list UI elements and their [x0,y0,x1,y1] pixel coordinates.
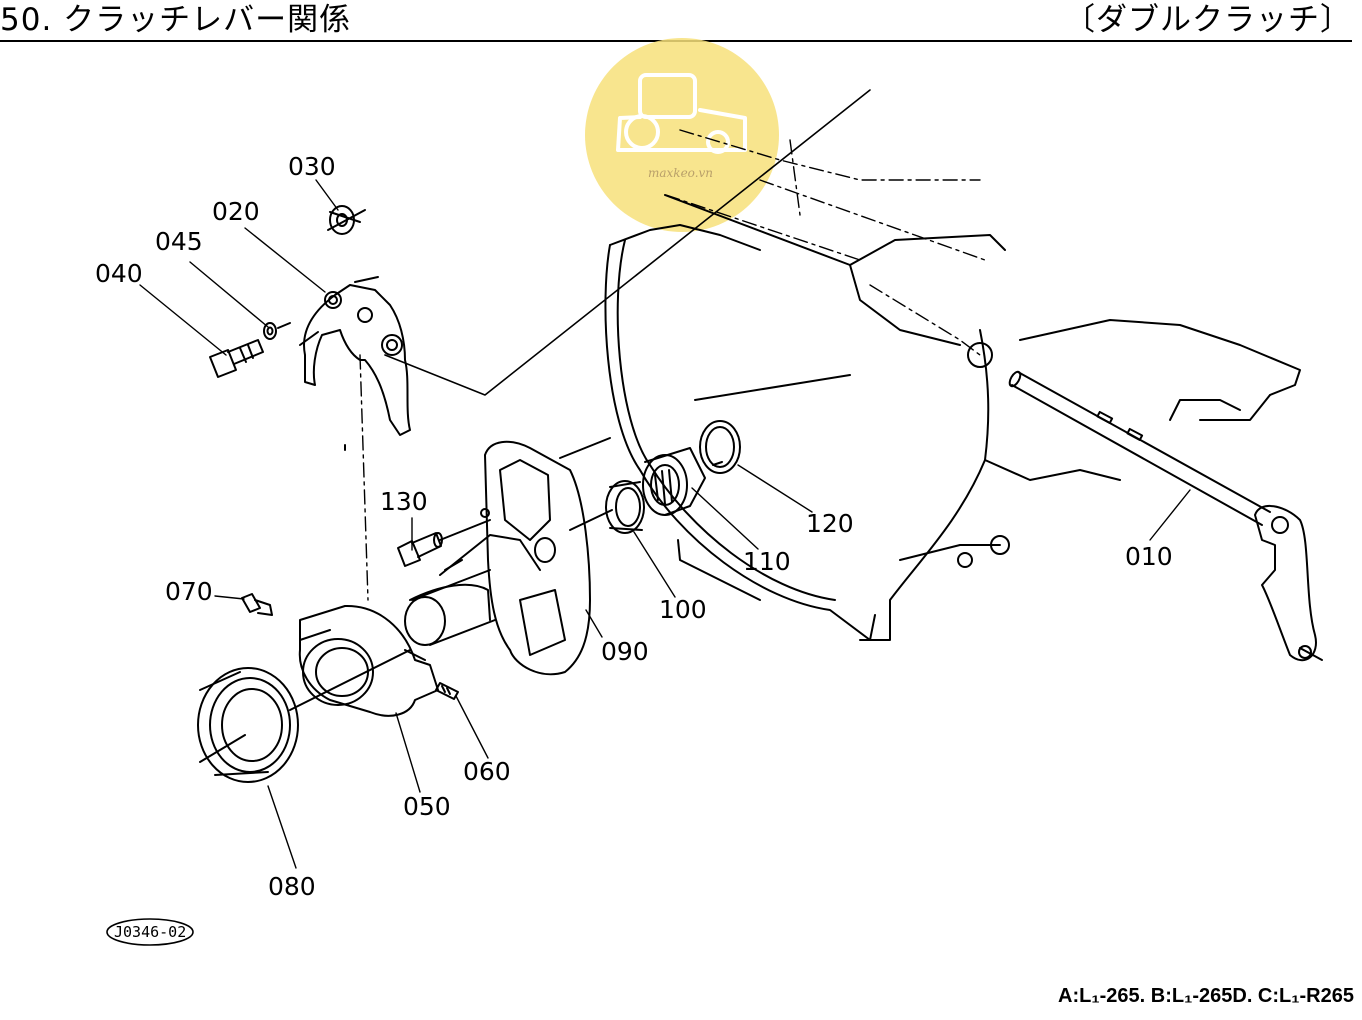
callout-040: 040 [95,259,143,288]
part-050-housing [298,604,439,717]
callout-080: 080 [268,872,316,901]
part-040-bolt [209,339,264,378]
callout-090: 090 [601,637,649,666]
centerlines [359,129,986,601]
part-100-seal [605,480,645,534]
callout-010: 010 [1125,542,1173,571]
variant-label: 〔ダブルクラッチ〕 [1064,2,1352,38]
watermark-text: maxkeo.vn [648,166,713,180]
callout-120: 120 [806,509,854,538]
figure-id-text: J0346-02 [114,923,186,941]
callout-030: 030 [288,152,336,181]
leader-lines [139,179,1191,869]
model-list: A:L₁-265. B:L₁-265D. C:L₁-R265 [1058,985,1354,1007]
part-045-washer [263,322,291,340]
tractor-icon [616,73,747,154]
part-090-carrier [404,440,591,676]
figure-id-badge: J0346-02 [106,918,194,946]
page-title: 50. クラッチレバー関係 [0,2,352,38]
callout-020: 020 [212,197,260,226]
part-060-pin [435,682,459,700]
part-070-grease-nipple [241,593,273,616]
part-080-bearing [197,667,299,783]
callout-labels: 030 020 045 040 130 070 080 050 060 090 … [95,152,1173,901]
callout-110: 110 [743,547,791,576]
part-010-cross-shaft [1008,370,1323,662]
part-120-snap-ring [699,420,741,474]
part-110-bearing [642,447,706,516]
part-020-fork [299,276,411,436]
part-130-bolt [397,532,443,567]
callout-100: 100 [659,595,707,624]
callout-045: 045 [155,227,203,256]
watermark: maxkeo.vn [585,38,779,232]
callout-050: 050 [403,792,451,821]
part-030-collar [327,205,366,235]
transmission-housing [604,194,1301,641]
callout-060: 060 [463,757,511,786]
callout-070: 070 [165,577,213,606]
callout-130: 130 [380,487,428,516]
